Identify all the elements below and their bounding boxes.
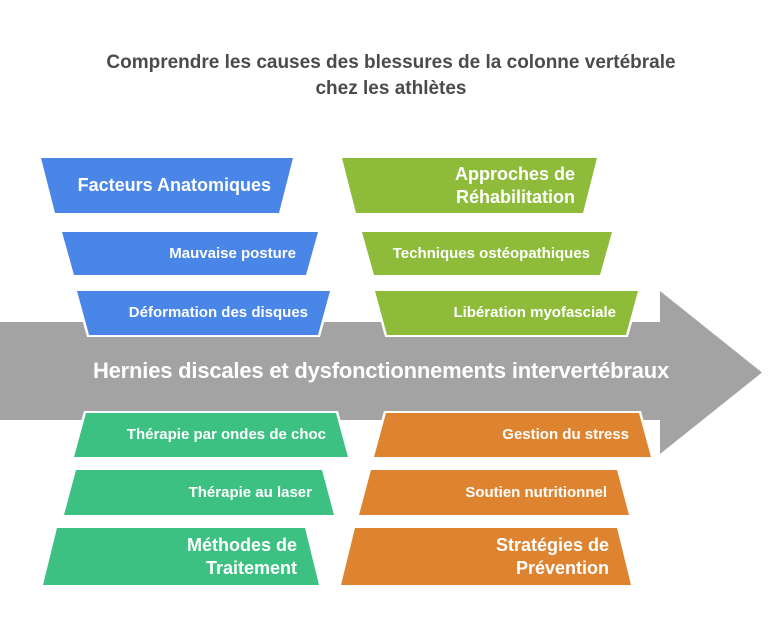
item-liberation-myofasciale: Libération myofasciale (375, 291, 638, 335)
section-prevention-header-line1: Stratégies de (495, 534, 609, 555)
item-therapie-laser: Thérapie au laser (64, 470, 334, 515)
section-treatment-header-line1: Méthodes de (186, 534, 297, 555)
item-liberation-myofasciale-label: Libération myofasciale (453, 304, 616, 321)
diagram-title: Comprendre les causes des blessures de l… (0, 50, 782, 102)
item-techniques-osteopathiques-shape: Techniques ostéopathiques (362, 232, 612, 275)
section-prevention-header: Stratégies de Prévention (341, 528, 631, 585)
section-anatomical-header-label: Facteurs Anatomiques (77, 175, 271, 195)
section-treatment-header-shape: Méthodes de Traitement (43, 528, 319, 585)
item-soutien-nutritionnel-shape: Soutien nutritionnel (359, 470, 629, 515)
section-rehabilitation-header-line1: Approches de (454, 163, 575, 184)
item-gestion-stress-shape: Gestion du stress (374, 413, 651, 457)
section-anatomical-header-shape: Facteurs Anatomiques (41, 158, 293, 213)
item-deformation-disques-label: Déformation des disques (128, 304, 308, 321)
section-rehabilitation-header-shape: Approches de Réhabilitation (342, 158, 597, 213)
item-therapie-ondes-choc-label: Thérapie par ondes de choc (126, 426, 326, 443)
item-mauvaise-posture: Mauvaise posture (62, 232, 318, 275)
section-rehabilitation-header: Approches de Réhabilitation (342, 158, 597, 213)
central-arrow-label: Hernies discales et dysfonctionnements i… (92, 358, 670, 383)
item-therapie-ondes-choc: Thérapie par ondes de choc (74, 413, 348, 457)
diagram-title-line1: Comprendre les causes des blessures de l… (106, 52, 676, 73)
item-therapie-ondes-choc-shape: Thérapie par ondes de choc (74, 413, 348, 457)
section-prevention-header-line2: Prévention (515, 557, 609, 578)
item-therapie-laser-shape: Thérapie au laser (64, 470, 334, 515)
item-deformation-disques-shape: Déformation des disques (77, 291, 330, 335)
item-techniques-osteopathiques-label: Techniques ostéopathiques (392, 244, 590, 262)
section-treatment-header-line2: Traitement (205, 557, 297, 578)
section-rehabilitation-header-line2: Réhabilitation (455, 186, 575, 207)
item-soutien-nutritionnel-label: Soutien nutritionnel (465, 483, 607, 501)
item-mauvaise-posture-label: Mauvaise posture (169, 244, 296, 262)
item-soutien-nutritionnel: Soutien nutritionnel (359, 470, 629, 515)
item-liberation-myofasciale-shape: Libération myofasciale (375, 291, 638, 335)
diagram-title-line2: chez les athlètes (315, 78, 467, 99)
section-treatment-header: Méthodes de Traitement (43, 528, 319, 585)
item-gestion-stress: Gestion du stress (374, 413, 651, 457)
section-prevention-header-shape: Stratégies de Prévention (341, 528, 631, 585)
item-therapie-laser-label: Thérapie au laser (188, 483, 312, 501)
section-anatomical-header: Facteurs Anatomiques (41, 158, 293, 213)
item-deformation-disques: Déformation des disques (77, 291, 330, 335)
item-mauvaise-posture-shape: Mauvaise posture (62, 232, 318, 275)
item-gestion-stress-label: Gestion du stress (502, 426, 629, 443)
item-techniques-osteopathiques: Techniques ostéopathiques (362, 232, 612, 275)
